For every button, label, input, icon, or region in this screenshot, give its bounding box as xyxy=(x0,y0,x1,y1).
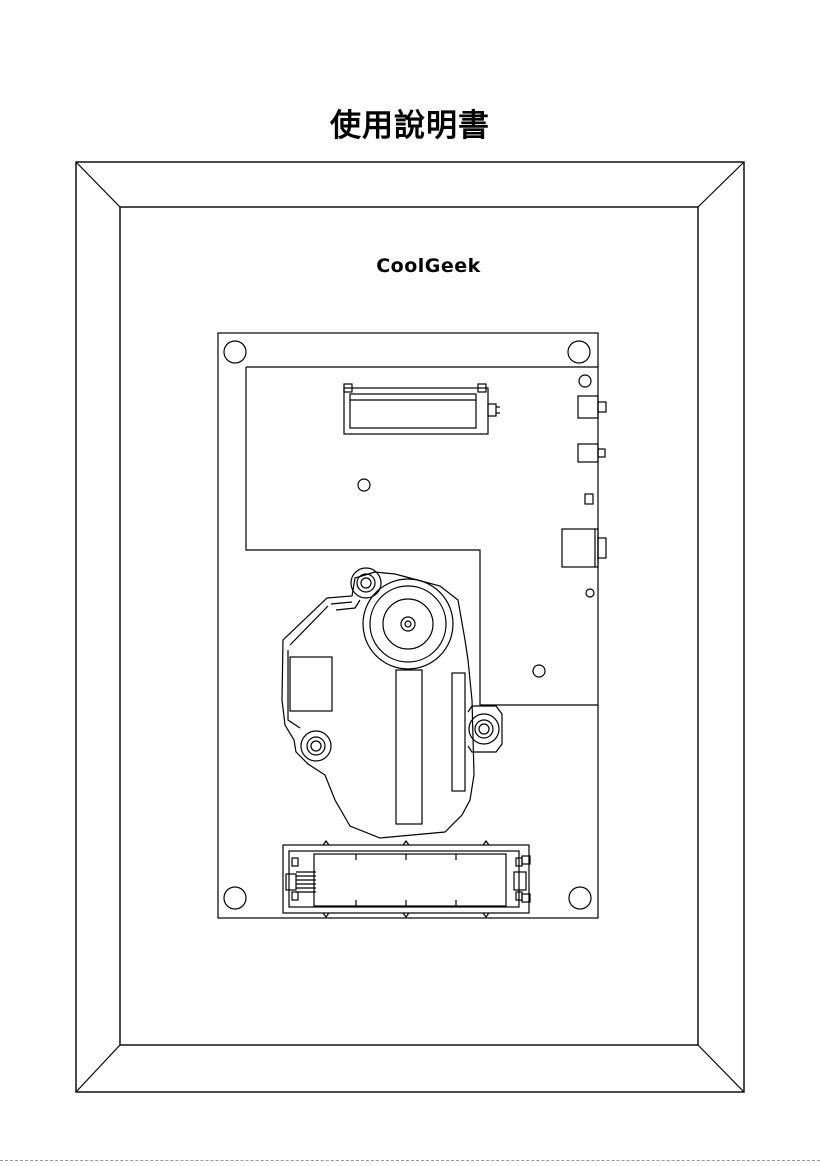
side-components xyxy=(562,396,606,567)
battery-holder xyxy=(283,841,530,917)
top-connector xyxy=(344,384,500,434)
frame xyxy=(76,162,744,1092)
sensor-housing xyxy=(282,568,502,838)
page-bottom-rule xyxy=(0,1160,820,1161)
circuit-board xyxy=(218,333,598,918)
brand-logo: CoolGeek xyxy=(310,255,547,277)
